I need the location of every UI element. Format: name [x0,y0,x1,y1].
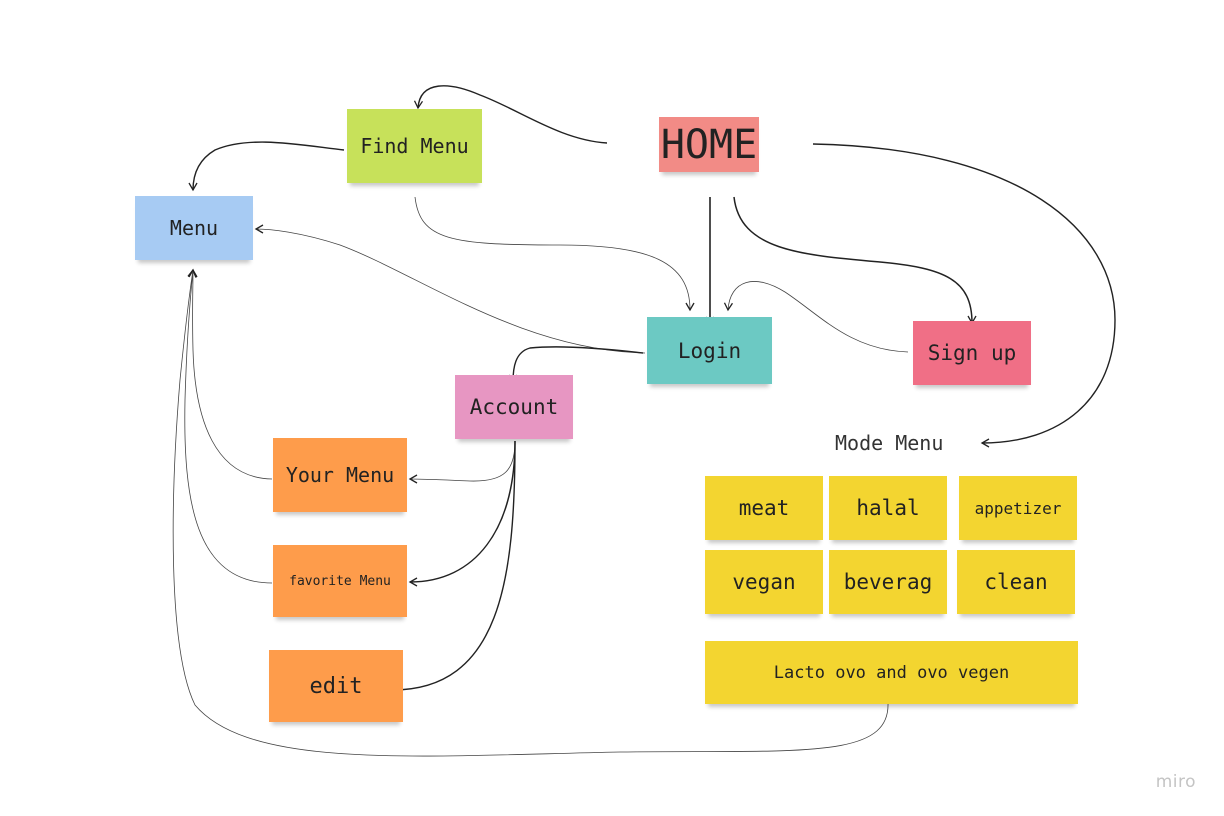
mode-item-appetizer[interactable]: appetizer [959,476,1077,540]
note-favorite-menu-label: favorite Menu [289,573,391,589]
note-your-menu-label: Your Menu [285,463,395,487]
connector-home-to-mode-menu[interactable] [812,143,1116,448]
connector-home-to-sign-up[interactable] [733,196,977,325]
mode-item-label: beverag [843,570,933,594]
connector-login-to-menu[interactable] [254,224,646,354]
connector-your-menu-to-menu[interactable] [188,268,273,480]
connector-find-menu-to-menu[interactable] [188,141,345,192]
note-menu[interactable]: Menu [135,196,253,260]
mode-menu-title[interactable]: Mode Menu [835,430,943,456]
mode-item-clean[interactable]: clean [957,550,1075,614]
note-sign-up-label: Sign up [927,341,1017,365]
mode-item-label: meat [738,496,790,520]
note-login[interactable]: Login [647,317,772,384]
note-edit[interactable]: edit [269,650,403,722]
mode-item-meat[interactable]: meat [705,476,823,540]
note-find-menu-label: Find Menu [360,134,469,158]
note-menu-label: Menu [169,216,219,240]
miro-logo-text: miro [1155,772,1196,792]
connector-account-to-edit[interactable] [390,440,516,695]
connector-favorite-menu-to-menu[interactable] [184,268,273,584]
note-favorite-menu[interactable]: favorite Menu [273,545,407,617]
note-account[interactable]: Account [455,375,573,439]
mode-item-label: halal [856,496,920,520]
note-home[interactable]: HOME [659,117,759,172]
mode-menu-title-text: Mode Menu [835,431,944,455]
mode-item-label: vegan [732,570,796,594]
note-login-label: Login [677,338,742,363]
mode-item-beverag[interactable]: beverag [829,550,947,614]
note-home-label: HOME [660,121,758,168]
note-find-menu[interactable]: Find Menu [347,109,482,183]
note-account-label: Account [469,395,559,419]
mode-item-halal[interactable]: halal [829,476,947,540]
connector-account-to-your-menu[interactable] [408,440,516,484]
connector-find-menu-to-login[interactable] [414,196,695,312]
note-sign-up[interactable]: Sign up [913,321,1031,385]
mode-item-label: Lacto ovo and ovo vegen [773,662,1010,683]
note-your-menu[interactable]: Your Menu [273,438,407,512]
mode-item-lacto-ovo[interactable]: Lacto ovo and ovo vegen [705,641,1078,704]
mode-item-label: clean [984,570,1048,594]
connector-account-to-favorite-menu[interactable] [408,440,516,587]
mode-item-label: appetizer [974,498,1062,518]
mode-item-vegan[interactable]: vegan [705,550,823,614]
note-edit-label: edit [309,673,363,699]
miro-logo: miro [1156,772,1196,792]
